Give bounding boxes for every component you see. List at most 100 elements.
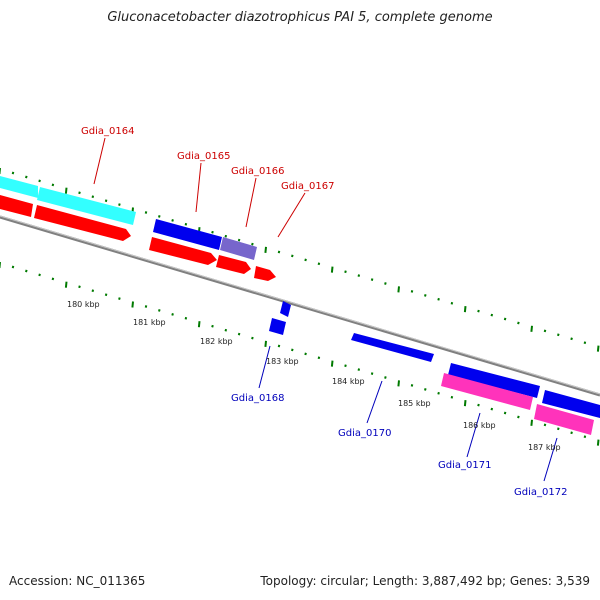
minor-tick xyxy=(317,356,321,360)
minor-tick xyxy=(543,329,547,333)
minor-tick xyxy=(51,277,55,281)
minor-tick xyxy=(91,195,95,199)
gene-label-gdia-0170[interactable]: Gdia_0170 xyxy=(338,428,391,439)
minor-tick xyxy=(211,324,214,328)
minor-tick xyxy=(171,313,174,316)
gene-label-gdia-0167[interactable]: Gdia_0167 xyxy=(281,181,334,192)
leader-line xyxy=(543,437,558,482)
minor-tick xyxy=(104,199,108,203)
minor-tick xyxy=(158,309,161,312)
major-tick xyxy=(397,380,400,387)
red-cds-3 xyxy=(149,237,217,265)
gene-label-gdia-0172[interactable]: Gdia_0172 xyxy=(514,487,567,498)
red-cds-5 xyxy=(254,266,276,281)
minor-tick xyxy=(583,341,587,345)
major-tick xyxy=(264,246,267,253)
major-tick xyxy=(596,439,600,446)
major-tick xyxy=(330,360,334,367)
blue-cds-6 xyxy=(542,390,600,418)
minor-tick xyxy=(450,395,454,399)
minor-tick xyxy=(25,175,28,179)
minor-tick xyxy=(570,337,573,341)
minor-tick xyxy=(503,411,507,415)
minor-tick xyxy=(503,317,507,321)
minor-tick xyxy=(237,238,241,242)
minor-tick xyxy=(370,372,374,375)
minor-tick xyxy=(91,289,95,293)
major-tick xyxy=(330,266,334,273)
minor-tick xyxy=(11,265,15,269)
minor-tick xyxy=(144,305,148,308)
scale-label: 186 kbp xyxy=(463,421,496,430)
minor-tick xyxy=(38,273,41,277)
minor-tick xyxy=(171,219,174,222)
minor-tick xyxy=(557,333,560,337)
red-cds-4 xyxy=(216,255,251,274)
major-tick xyxy=(131,301,134,308)
major-tick xyxy=(64,187,68,194)
magenta-cds-1 xyxy=(441,373,533,410)
leader-line xyxy=(258,345,271,389)
scale-label: 180 kbp xyxy=(67,300,100,309)
gene-label-gdia-0171[interactable]: Gdia_0171 xyxy=(438,460,491,471)
minor-tick xyxy=(184,222,188,226)
blue-cds-5 xyxy=(448,363,540,398)
leader-line xyxy=(366,380,383,424)
minor-tick xyxy=(237,332,241,336)
major-tick xyxy=(197,321,201,328)
minor-tick xyxy=(224,234,228,238)
minor-tick xyxy=(38,179,41,183)
minor-tick xyxy=(557,427,560,431)
forward-gene-labels: Gdia_0164 Gdia_0165 Gdia_0166 Gdia_0167 xyxy=(81,126,334,192)
minor-tick xyxy=(384,282,387,285)
gene-label-gdia-0168[interactable]: Gdia_0168 xyxy=(231,393,284,404)
leader-line xyxy=(277,192,306,238)
minor-tick xyxy=(78,191,81,195)
red-cds-1 xyxy=(0,195,33,217)
genome-backbone xyxy=(0,215,600,397)
minor-tick xyxy=(51,183,55,187)
major-tick xyxy=(463,306,467,313)
gene-label-gdia-0166[interactable]: Gdia_0166 xyxy=(231,166,284,177)
leader-line xyxy=(466,412,481,458)
minor-tick xyxy=(410,290,414,293)
minor-tick xyxy=(78,285,81,289)
minor-tick xyxy=(25,269,28,273)
minor-tick xyxy=(477,309,480,313)
minor-tick xyxy=(11,171,15,175)
page-title: Gluconacetobacter diazotrophicus PAI 5, … xyxy=(107,10,493,25)
minor-tick xyxy=(543,423,547,427)
outer-tick-track xyxy=(0,168,600,352)
minor-tick xyxy=(570,431,573,435)
minor-tick xyxy=(424,294,427,297)
minor-tick xyxy=(357,274,361,277)
minor-tick xyxy=(424,388,427,391)
minor-tick xyxy=(410,384,414,387)
minor-tick xyxy=(344,364,347,368)
accession-text: Accession: NC_011365 xyxy=(9,574,146,588)
minor-tick xyxy=(490,313,494,317)
major-tick xyxy=(530,419,533,426)
purple-cds-1 xyxy=(220,237,257,260)
red-cds-2 xyxy=(34,205,131,241)
gene-label-gdia-0164[interactable]: Gdia_0164 xyxy=(81,126,134,137)
minor-tick xyxy=(118,203,121,206)
scale-label: 184 kbp xyxy=(332,377,365,386)
minor-tick xyxy=(583,435,587,439)
gene-label-gdia-0165[interactable]: Gdia_0165 xyxy=(177,151,230,162)
minor-tick xyxy=(317,262,321,266)
reverse-gene-labels: Gdia_0168 Gdia_0170 Gdia_0171 Gdia_0172 xyxy=(231,393,567,498)
minor-tick xyxy=(104,293,108,297)
inner-tick-track xyxy=(0,262,600,446)
major-tick xyxy=(397,286,400,293)
major-tick xyxy=(530,325,533,332)
leader-line xyxy=(93,137,106,185)
minor-tick xyxy=(304,258,307,262)
minor-tick xyxy=(184,316,188,320)
blue-cds-4 xyxy=(351,333,434,362)
blue-cds-3 xyxy=(269,318,286,335)
minor-tick xyxy=(251,242,254,246)
reverse-gene-leaders xyxy=(258,345,558,482)
magenta-cds-2 xyxy=(534,404,594,435)
minor-tick xyxy=(251,336,254,340)
